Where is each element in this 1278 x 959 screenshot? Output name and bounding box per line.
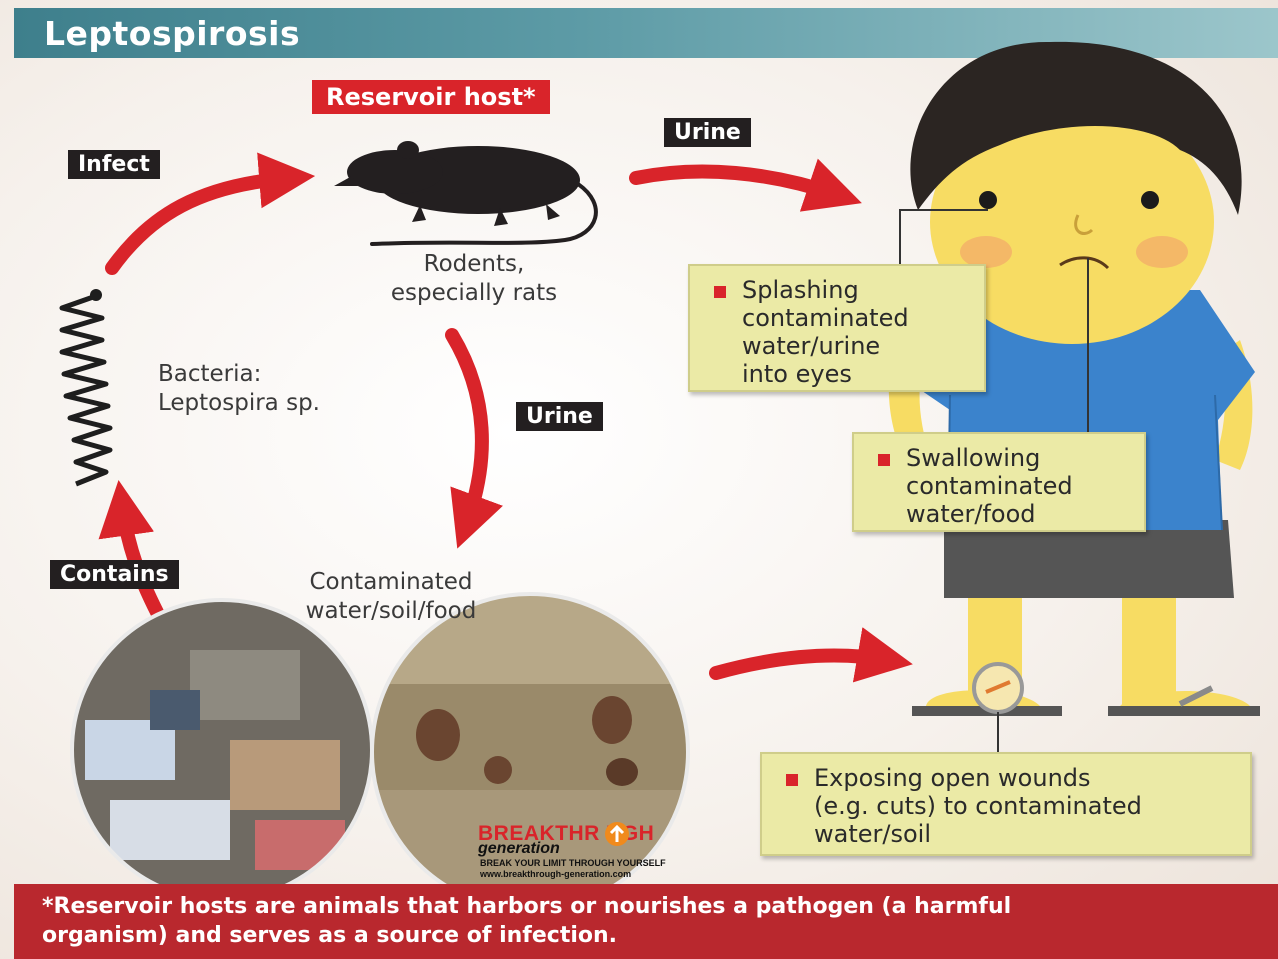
- callout-eyes: Splashing contaminated water/urine into …: [688, 264, 986, 392]
- callout-swallowing-line-2: contaminated: [906, 472, 1073, 500]
- contaminated-caption-line-2: water/soil/food: [305, 598, 477, 624]
- callout-bullet: [714, 286, 726, 298]
- callout-wounds: Exposing open wounds (e.g. cuts) to cont…: [760, 752, 1252, 856]
- footnote-line-1: *Reservoir hosts are animals that harbor…: [42, 894, 1012, 919]
- callout-eyes-line-3: water/urine: [742, 332, 881, 360]
- footnote-bar: *Reservoir hosts are animals that harbor…: [14, 884, 1278, 959]
- callout-wounds-line-2: (e.g. cuts) to contaminated: [814, 792, 1142, 820]
- callout-eyes-line-4: into eyes: [742, 360, 852, 388]
- bacteria-illustration: [59, 293, 113, 487]
- callout-wounds-line-3: water/soil: [814, 820, 931, 848]
- breakthrough-logo: BREAKTHR UGH generation BREAK YOUR LIMIT…: [478, 822, 693, 882]
- footnote-line-2: organism) and serves as a source of infe…: [42, 923, 618, 948]
- infect-tag: Infect: [68, 150, 160, 179]
- rodent-caption-line-2: especially rats: [390, 280, 558, 306]
- bacteria-caption: Bacteria: Leptospira sp.: [158, 360, 388, 418]
- arrow-contaminated-to-feet: [709, 627, 913, 683]
- trash-photo: [72, 600, 372, 900]
- contains-tag: Contains: [50, 560, 179, 589]
- rodent-caption: Rodents, especially rats: [364, 250, 584, 308]
- callout-wounds-line-1: Exposing open wounds: [814, 764, 1091, 792]
- callout-eyes-line-2: contaminated: [742, 304, 909, 332]
- logo-arrow-icon: [605, 822, 629, 846]
- leader-line-eyes: [899, 209, 988, 265]
- page-title: Leptospirosis: [44, 14, 301, 53]
- logo-url: www.breakthrough-generation.com: [480, 869, 632, 879]
- callout-bullet: [878, 454, 890, 466]
- title-bar: Leptospirosis: [14, 8, 1278, 58]
- rodent-caption-line-1: Rodents,: [423, 251, 525, 277]
- bacteria-caption-line-1: Bacteria:: [158, 361, 262, 387]
- logo-tagline: BREAK YOUR LIMIT THROUGH YOURSELF: [480, 858, 666, 868]
- footnote-text: *Reservoir hosts are animals that harbor…: [42, 892, 1262, 950]
- callout-bullet: [786, 774, 798, 786]
- reservoir-host-label: Reservoir host*: [312, 80, 550, 114]
- arrow-urine-down: [445, 328, 503, 549]
- urine-tag-middle: Urine: [516, 402, 603, 431]
- logo-subtitle: generation: [478, 840, 560, 857]
- callout-swallowing-line-3: water/food: [906, 500, 1036, 528]
- callout-swallowing-line-1: Swallowing: [906, 444, 1041, 472]
- bacteria-caption-line-2: Leptospira sp.: [158, 390, 320, 416]
- urine-tag-top: Urine: [664, 118, 751, 147]
- arrow-infect: [105, 152, 316, 275]
- contaminated-caption: Contaminated water/soil/food: [266, 568, 516, 626]
- child-illustration: [888, 41, 1260, 716]
- callout-eyes-line-1: Splashing: [742, 276, 859, 304]
- callout-swallowing: Swallowing contaminated water/food: [852, 432, 1146, 532]
- arrow-urine-to-child: [629, 158, 862, 212]
- contaminated-caption-line-1: Contaminated: [309, 569, 473, 595]
- rat-illustration: [334, 141, 598, 246]
